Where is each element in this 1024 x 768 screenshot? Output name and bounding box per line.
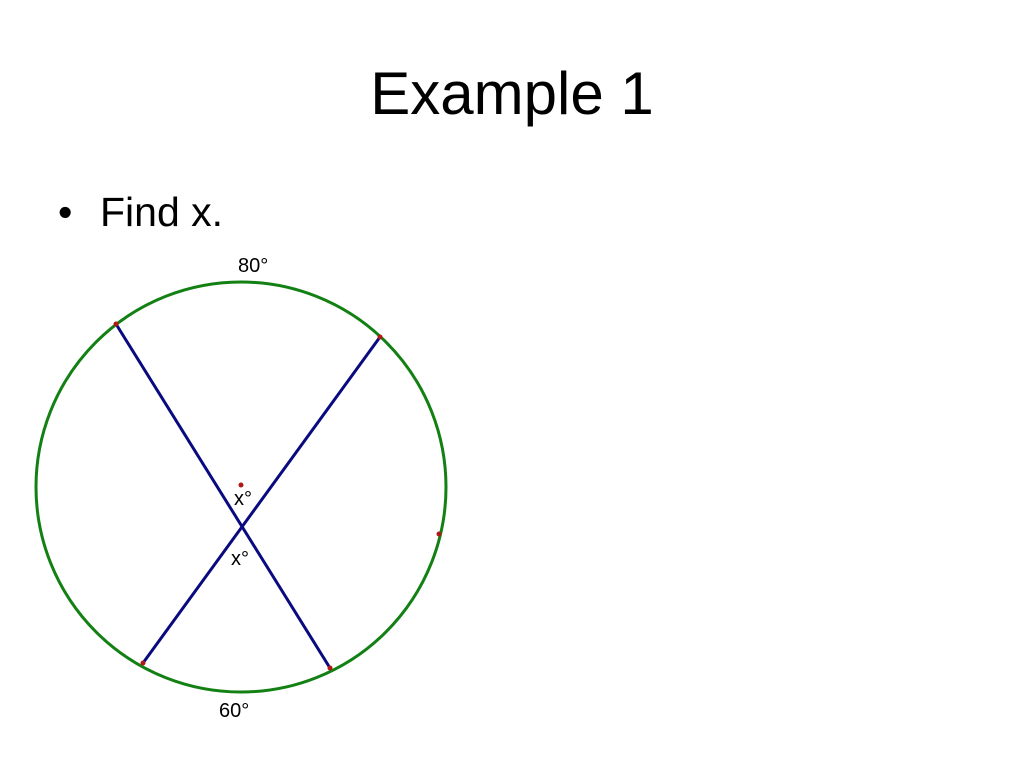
chord-1 bbox=[114, 323, 332, 669]
slide-title: Example 1 bbox=[370, 60, 654, 127]
point-1 bbox=[113, 321, 119, 327]
point-3 bbox=[140, 660, 146, 666]
point-6 bbox=[238, 482, 244, 488]
label-upper-angle: x° bbox=[234, 488, 252, 510]
circle bbox=[34, 280, 448, 694]
label-top-arc: 80° bbox=[238, 255, 268, 277]
chord-2 bbox=[141, 336, 382, 664]
bullet-dot: • bbox=[58, 189, 73, 235]
point-5 bbox=[436, 531, 442, 537]
label-bottom-arc: 60° bbox=[219, 700, 249, 722]
point-2 bbox=[377, 334, 383, 340]
bullet-item: • Find x. bbox=[58, 186, 223, 238]
point-4 bbox=[327, 665, 333, 671]
label-lower-angle: x° bbox=[231, 548, 249, 570]
bullet-text: Find x. bbox=[100, 189, 224, 235]
